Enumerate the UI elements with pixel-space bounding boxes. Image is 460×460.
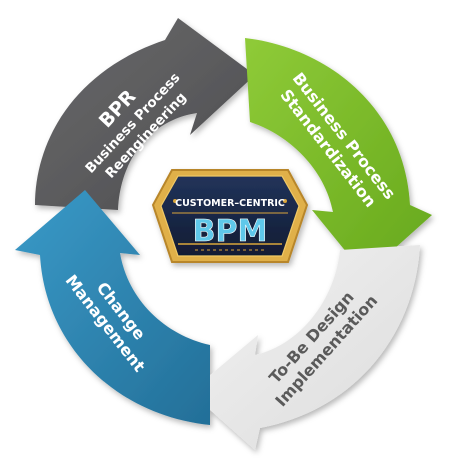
- badge-main-text: BPM: [193, 214, 268, 249]
- segment-to-be-arrow: [190, 245, 420, 450]
- badge-top-text: CUSTOMER–CENTRIC: [175, 198, 285, 209]
- segment-standardization-arrow: [245, 38, 432, 275]
- segment-change-arrow: [15, 190, 210, 425]
- segment-bpr-arrow: [35, 18, 255, 210]
- center-badge: CUSTOMER–CENTRIC BPM: [151, 169, 309, 263]
